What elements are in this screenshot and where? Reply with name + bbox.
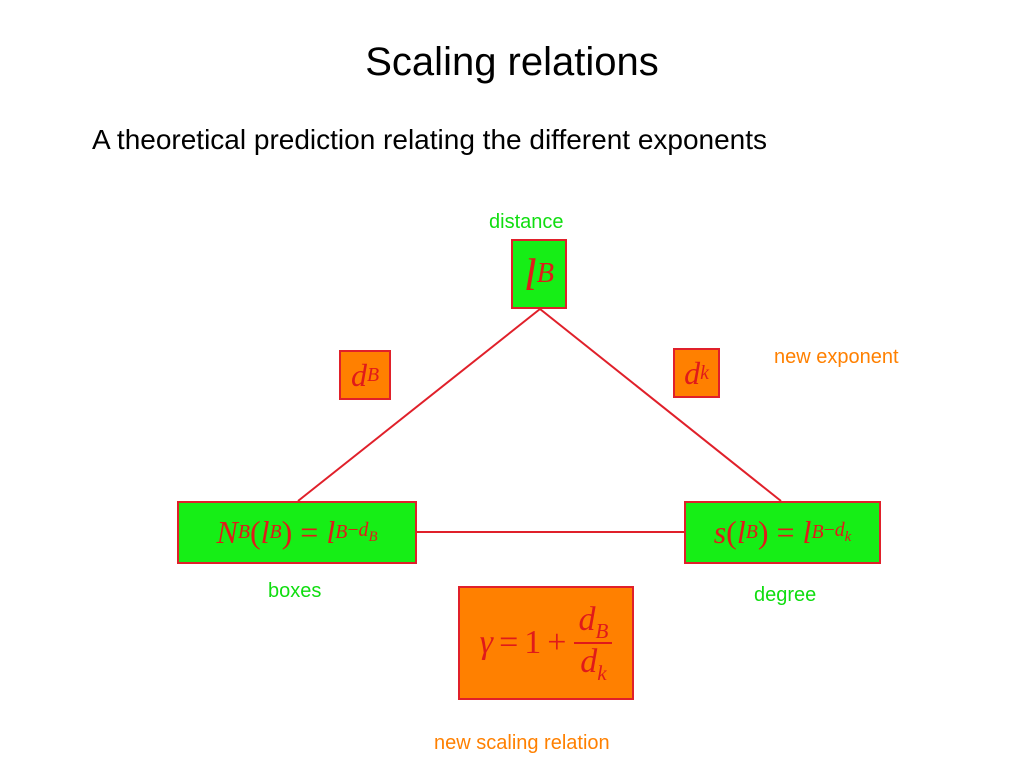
label-degree: degree <box>754 584 817 606</box>
fraction-bar <box>574 642 613 644</box>
boxes-lhs-sub: B <box>237 521 250 543</box>
boxes-lhs: N <box>216 514 238 550</box>
gamma-relation-box: γ = 1 + dB dk <box>458 586 634 700</box>
degree-rhs: l <box>802 514 812 550</box>
gamma-plus: + <box>547 624 567 661</box>
degree-rhs-sub: B <box>811 521 824 543</box>
fraction-denominator: dk <box>580 643 607 685</box>
dk-sub: k <box>700 361 709 384</box>
dB-base: d <box>350 356 367 393</box>
boxes-rhs-sub: B <box>335 521 348 543</box>
edge-distance-boxes <box>297 308 541 502</box>
degree-arg-sub: B <box>745 521 758 543</box>
boxes-arg-sub: B <box>269 521 282 543</box>
gamma-one: 1 <box>524 624 542 661</box>
gamma-equals: = <box>499 624 519 661</box>
dB-sub: B <box>366 363 380 386</box>
page-title: Scaling relations <box>365 40 659 84</box>
dk-base: d <box>684 354 701 391</box>
degree-lhs: s <box>713 514 727 550</box>
label-new-scaling-relation: new scaling relation <box>434 732 610 754</box>
boxes-arg: l <box>260 514 270 550</box>
label-boxes: boxes <box>268 580 322 602</box>
lB-base: l <box>523 248 537 300</box>
boxes-rhs: l <box>326 514 336 550</box>
edge-distance-degree <box>539 308 782 502</box>
lB-sub: B <box>536 258 555 289</box>
degree-arg: l <box>736 514 746 550</box>
label-distance: distance <box>489 211 564 233</box>
degree-exponent: −dk <box>823 519 852 545</box>
boxes-exponent: −dB <box>347 519 378 545</box>
fraction-numerator: dB <box>578 601 609 643</box>
label-new-exponent: new exponent <box>774 346 899 368</box>
page-subtitle: A theoretical prediction relating the di… <box>92 124 768 155</box>
gamma-symbol: γ <box>479 624 494 661</box>
gamma-fraction: dB dk <box>574 601 613 685</box>
